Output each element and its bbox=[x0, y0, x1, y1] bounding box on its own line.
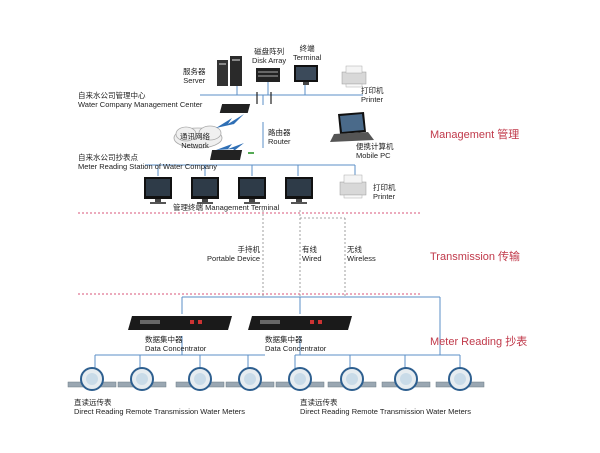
data-concentrator-label-1: 数据集中器 Data Concentrator bbox=[145, 335, 206, 353]
wireless-signal-icon bbox=[216, 114, 244, 128]
water-meter-icon bbox=[435, 367, 485, 391]
water-meter-icon bbox=[117, 367, 167, 391]
wireless-cn: 无线 bbox=[347, 245, 362, 254]
wired-label: 有线 Wired bbox=[302, 245, 322, 263]
printer-icon bbox=[341, 65, 367, 88]
mobile-pc-label-cn: 便携计算机 bbox=[356, 142, 394, 151]
printer-label-bottom: 打印机 Printer bbox=[373, 183, 396, 201]
data-concentrator-1-en: Data Concentrator bbox=[145, 344, 207, 353]
management-terminal-en: Management Terminal bbox=[205, 203, 280, 212]
water-meters-2-en: Direct Reading Remote Transmission Water… bbox=[300, 407, 472, 416]
monitor-icon bbox=[285, 177, 313, 204]
network-cloud-icon bbox=[173, 125, 223, 149]
terminal-label-cn: 终端 bbox=[299, 44, 315, 53]
wired-en: Wired bbox=[302, 254, 322, 263]
data-concentrator-icon bbox=[128, 316, 232, 330]
router-label-en: Router bbox=[268, 137, 291, 146]
data-concentrator-1-cn: 数据集中器 bbox=[145, 335, 183, 344]
printer-label-top-cn: 打印机 bbox=[361, 86, 384, 95]
meter-station-label: 自来水公司抄表点 Meter Reading Station of Water … bbox=[78, 153, 217, 171]
router-icon bbox=[219, 92, 272, 113]
water-meter-icon bbox=[175, 367, 225, 391]
terminal-label: 终端 Terminal bbox=[293, 44, 321, 62]
water-meter-icon bbox=[275, 367, 325, 391]
water-meters-1-en: Direct Reading Remote Transmission Water… bbox=[74, 407, 246, 416]
management-center-label: 自来水公司管理中心 Water Company Management Cente… bbox=[78, 91, 202, 109]
monitor-icon bbox=[238, 177, 266, 204]
data-concentrator-2-en: Data Concentrator bbox=[265, 344, 327, 353]
section-meter-reading: Meter Reading 抄表 bbox=[430, 336, 528, 348]
server-label: 服务器 Server bbox=[183, 67, 206, 85]
mobile-pc-label-en: Mobile PC bbox=[356, 151, 391, 160]
water-meter-icon bbox=[381, 367, 431, 391]
wireless-en: Wireless bbox=[347, 254, 376, 263]
water-meter-icon bbox=[67, 367, 117, 391]
data-concentrator-label-2: 数据集中器 Data Concentrator bbox=[265, 335, 326, 353]
wired-cn: 有线 bbox=[302, 245, 317, 254]
terminal-icon bbox=[294, 65, 318, 85]
disk-array-label-cn: 磁盘阵列 bbox=[254, 47, 285, 56]
printer-label-bottom-cn: 打印机 bbox=[373, 183, 396, 192]
water-meters-label-1: 直读远传表 Direct Reading Remote Transmission… bbox=[74, 398, 245, 416]
printer-label-top: 打印机 Printer bbox=[361, 86, 384, 104]
data-concentrator-icon bbox=[248, 316, 352, 330]
router-label: 路由器 Router bbox=[268, 128, 291, 146]
printer-icon bbox=[339, 174, 367, 199]
management-terminal-cn: 管理终端 bbox=[173, 203, 203, 212]
mobile-pc-label: 便携计算机 Mobile PC bbox=[356, 142, 394, 160]
portable-device-en: Portable Device bbox=[207, 254, 260, 263]
disk-array-label: 磁盘阵列 Disk Array bbox=[252, 47, 286, 65]
portable-device-cn: 手持机 bbox=[237, 245, 261, 254]
water-meters-1-cn: 直读远传表 bbox=[74, 398, 112, 407]
laptop-icon bbox=[330, 112, 374, 142]
management-terminal-label: 管理终端 Management Terminal bbox=[173, 203, 279, 212]
management-center-cn: 自来水公司管理中心 bbox=[78, 91, 146, 100]
network-label: 通讯网络 Network bbox=[180, 132, 210, 150]
network-label-en: Network bbox=[181, 141, 209, 150]
wireless-signal-icon bbox=[216, 143, 244, 154]
monitor-icon bbox=[191, 177, 219, 204]
server-icon bbox=[217, 56, 242, 86]
portable-device-label: 手持机 Portable Device bbox=[202, 245, 260, 263]
server-label-cn: 服务器 bbox=[183, 67, 206, 76]
disk-array-icon bbox=[256, 68, 280, 82]
monitor-icon bbox=[144, 177, 172, 204]
section-management: Management 管理 bbox=[430, 129, 520, 141]
terminal-label-en: Terminal bbox=[293, 53, 322, 62]
server-label-en: Server bbox=[183, 76, 206, 85]
meter-station-label-en: Meter Reading Station of Water Company bbox=[78, 162, 217, 171]
water-meter-icon bbox=[327, 367, 377, 391]
section-transmission: Transmission 传输 bbox=[430, 251, 521, 263]
network-label-cn: 通讯网络 bbox=[180, 132, 210, 141]
router-label-cn: 路由器 bbox=[268, 128, 291, 137]
printer-label-top-en: Printer bbox=[361, 95, 384, 104]
wireless-label: 无线 Wireless bbox=[347, 245, 376, 263]
management-center-en: Water Company Management Center bbox=[78, 100, 203, 109]
disk-array-label-en: Disk Array bbox=[252, 56, 287, 65]
router-icon bbox=[209, 150, 254, 160]
printer-label-bottom-en: Printer bbox=[373, 192, 396, 201]
meter-station-label-cn: 自来水公司抄表点 bbox=[78, 153, 138, 162]
water-meters-label-2: 直读远传表 Direct Reading Remote Transmission… bbox=[300, 398, 471, 416]
data-concentrator-2-cn: 数据集中器 bbox=[265, 335, 303, 344]
water-meters-2-cn: 直读远传表 bbox=[300, 398, 338, 407]
water-meter-icon bbox=[225, 367, 275, 391]
